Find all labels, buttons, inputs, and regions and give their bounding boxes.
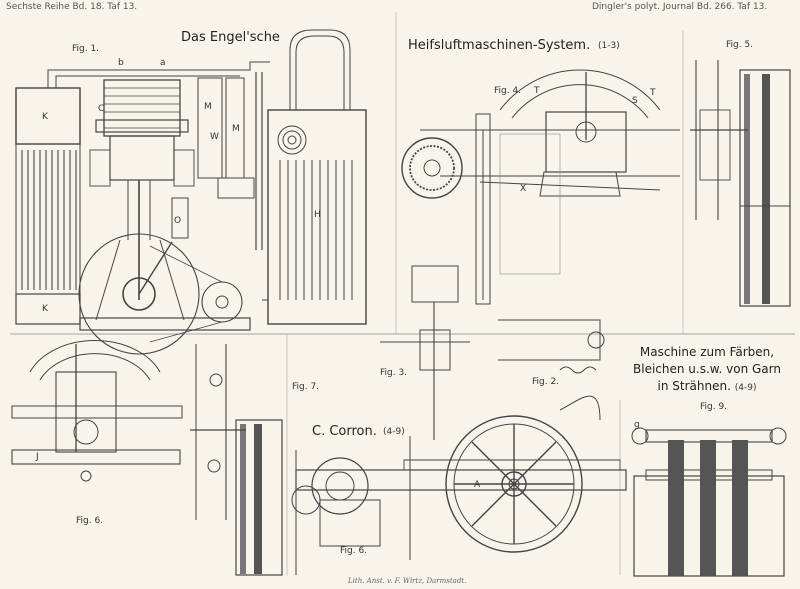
fig9-label: Fig. 9. [700, 402, 728, 412]
header-left: Sechste Reihe Bd. 18. Taf 13. [6, 2, 138, 12]
fig6-left-drawing [11, 340, 183, 482]
part-X: X [520, 184, 527, 194]
fig9-drawing [631, 427, 787, 577]
part-a: a [160, 58, 166, 68]
fig7-drawing [190, 344, 283, 576]
engel-title-right: Heifsluftmaschinen-System. [408, 38, 591, 53]
part-C: C [98, 104, 105, 114]
part-K-top: K [42, 112, 48, 122]
lithograph-credit: Lith. Anst. v. F. Wirtz, Darmstadt. [348, 577, 467, 585]
machine-title-line2: Bleichen u.s.w. von Garn [633, 362, 781, 376]
fig1-engine-drawing [15, 29, 367, 355]
engel-range: (1-3) [598, 41, 620, 51]
machine-title-line1: Maschine zum Färben, [639, 345, 775, 359]
part-b: b [118, 58, 124, 68]
machine-title-line3-row: in Strähnen. (4-9) [628, 378, 786, 397]
part-T2: T [650, 88, 656, 98]
part-A: A [474, 480, 481, 490]
part-K-bottom: K [42, 304, 48, 314]
fig6-bottom-label: Fig. 6. [340, 546, 368, 556]
part-M1: M [204, 102, 212, 112]
part-H: H [314, 210, 321, 220]
fig3-label: Fig. 3. [380, 368, 408, 378]
fig1-label: Fig. 1. [72, 44, 100, 54]
fig4-drawing [401, 69, 680, 305]
machine-range: (4-9) [734, 383, 757, 393]
fig2-fig3-drawing [380, 265, 605, 440]
part-S: S [632, 96, 638, 106]
part-g: g [634, 420, 640, 430]
part-M2: M [232, 124, 240, 134]
part-W: W [210, 132, 219, 142]
header-right: Dingler's polyt. Journal Bd. 266. Taf 13… [592, 2, 768, 12]
machine-title-line3: in Strähnen. [657, 379, 731, 393]
fig2-label: Fig. 2. [532, 377, 560, 387]
fig4-label: Fig. 4. [494, 86, 522, 96]
corron-title: C. Corron. [312, 424, 377, 439]
engel-title-left: Das Engel'sche [181, 30, 280, 45]
fig6-left-label: Fig. 6. [76, 516, 104, 526]
part-T1: T [534, 86, 540, 96]
part-J: J [36, 452, 39, 462]
machine-title: Maschine zum Färben, Bleichen u.s.w. von… [628, 344, 786, 397]
fig8-wheel-drawing [291, 415, 627, 575]
fig7-label: Fig. 7. [292, 382, 320, 392]
corron-range: (4-9) [383, 427, 405, 437]
fig5-drawing [690, 60, 791, 307]
part-O: O [174, 216, 182, 226]
fig5-label: Fig. 5. [726, 40, 754, 50]
